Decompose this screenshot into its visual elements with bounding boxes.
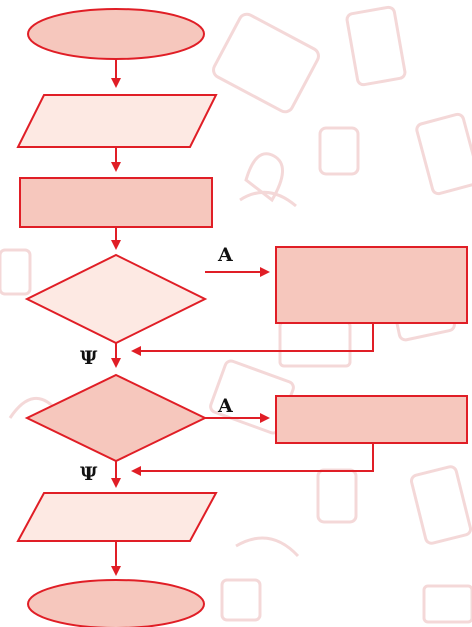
end-terminal	[27, 579, 205, 627]
decision-1-action-box	[275, 246, 468, 324]
decision-2-no-label: Ψ	[80, 463, 98, 485]
input-parallelogram	[16, 94, 218, 148]
output-parallelogram	[16, 492, 218, 542]
notepad-icon	[415, 112, 472, 196]
notepad-icon	[345, 5, 407, 87]
arrow-action-2-return	[131, 443, 374, 476]
start-terminal	[27, 8, 205, 60]
envelope-icon	[278, 320, 352, 368]
keyboard-icon	[212, 12, 320, 114]
robot-icon	[220, 578, 262, 622]
decision-1-no-label: Ψ	[80, 347, 98, 369]
decision-2-diamond	[24, 373, 208, 463]
robot-icon	[318, 126, 360, 176]
decision-2-yes-label: Α	[217, 395, 233, 417]
wifi-icon	[239, 190, 297, 208]
arrow-action-1-return	[131, 323, 374, 356]
decision-1-diamond	[24, 253, 208, 345]
decision-1-yes-label: Α	[217, 244, 233, 266]
robot-icon	[316, 468, 358, 524]
envelope-icon	[422, 584, 472, 624]
decision-2-action-box	[275, 395, 468, 444]
process-box	[19, 177, 213, 228]
mouse-icon	[244, 152, 284, 203]
robot-icon	[0, 248, 32, 296]
wifi-icon	[235, 536, 300, 558]
notepad-icon	[409, 465, 472, 545]
